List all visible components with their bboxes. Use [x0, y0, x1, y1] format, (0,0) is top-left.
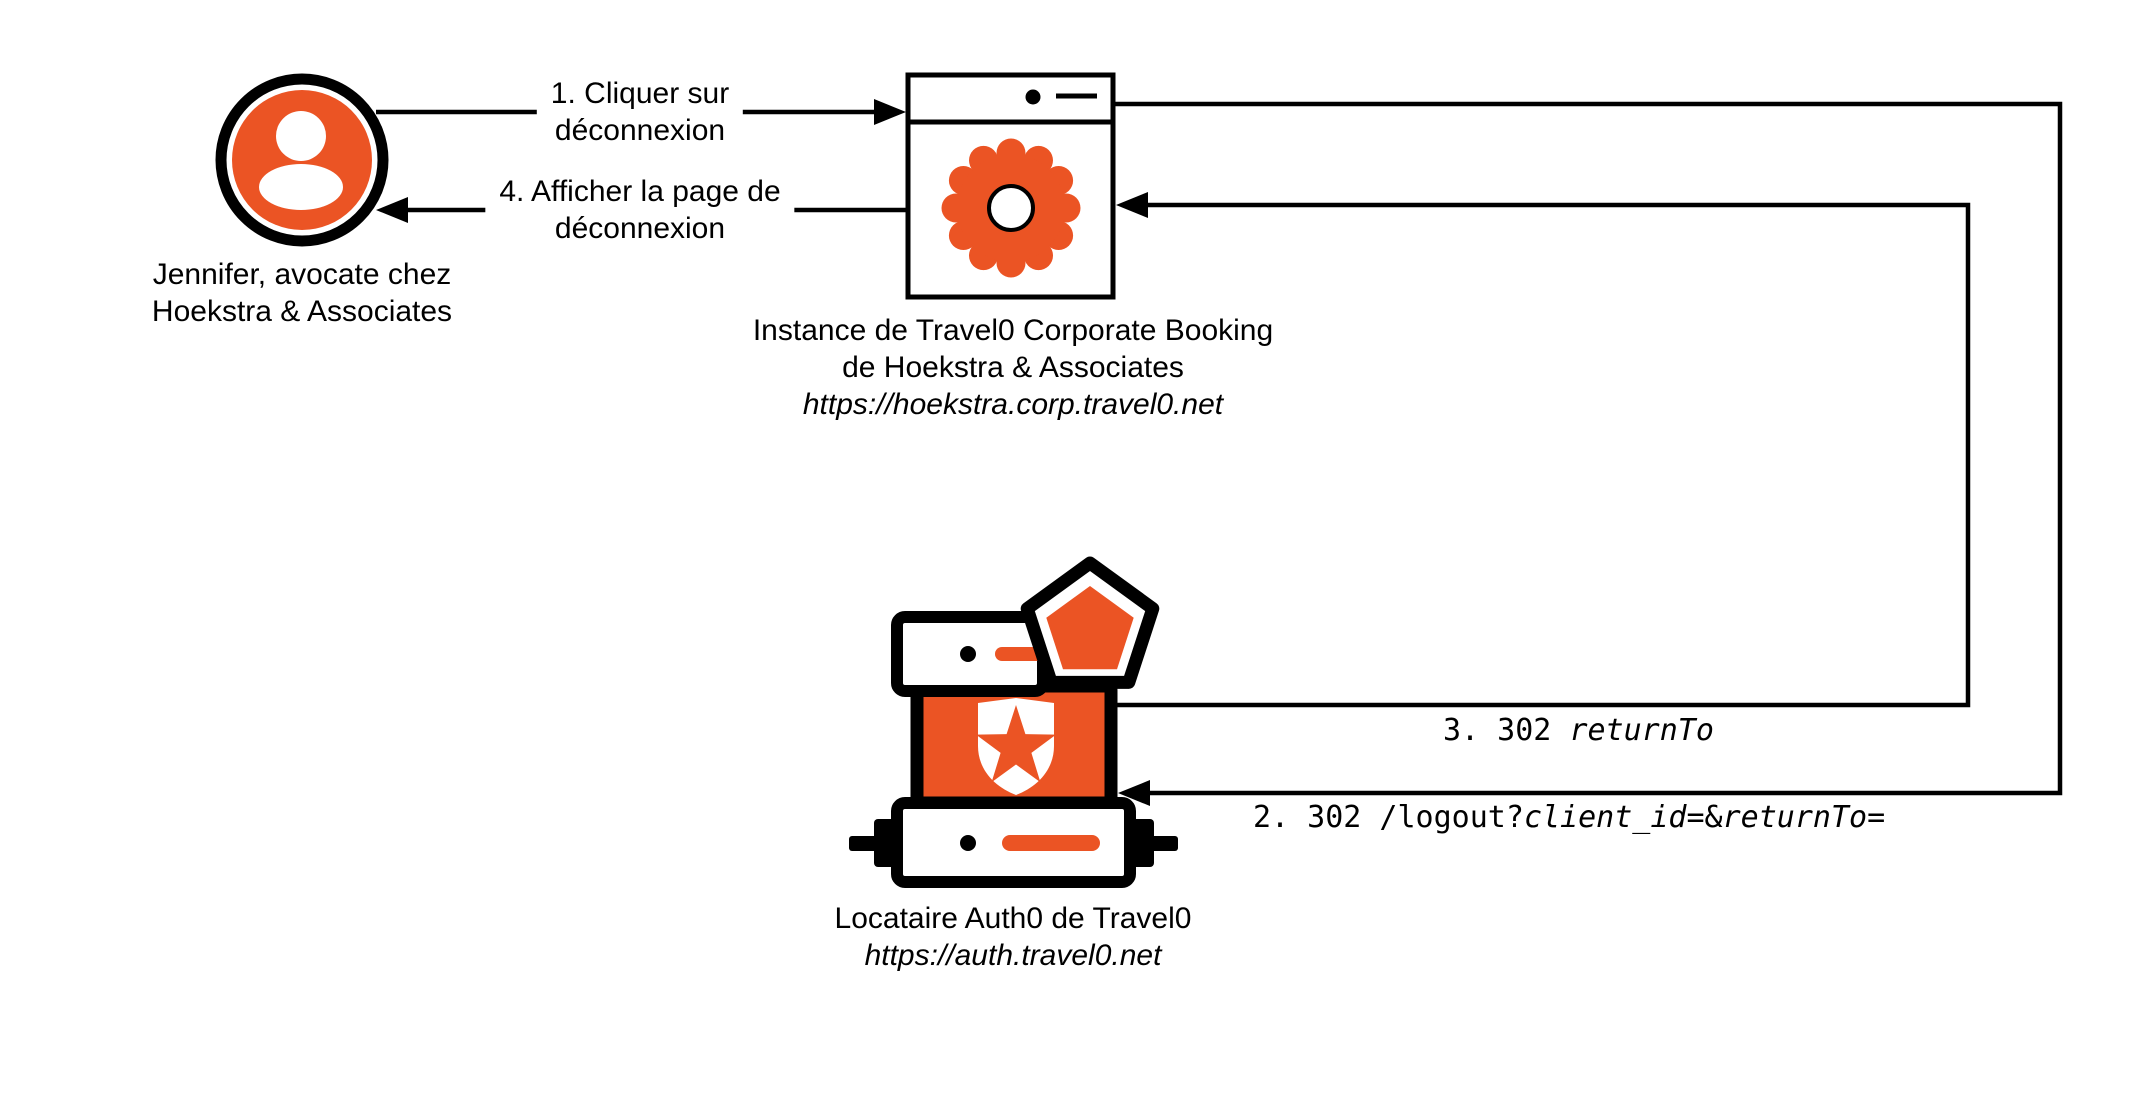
auth0-label: Locataire Auth0 de Travel0 https://auth.… — [835, 900, 1192, 974]
step1-label-line2: déconnexion — [554, 114, 726, 147]
step3-label: 3. 302 returnTo — [1443, 714, 1714, 748]
step4-label-line2: déconnexion — [554, 212, 726, 245]
browser-window-icon — [905, 72, 1116, 300]
step3-label-prefix: 3. 302 — [1443, 713, 1570, 748]
user-icon — [215, 73, 389, 247]
step2-label-param1: client_id — [1523, 800, 1687, 835]
arrow-step2 — [1113, 101, 2063, 806]
step4-label: 4. Afficher la page de déconnexion — [485, 171, 795, 249]
browser-label-line2: de Hoekstra & Associates — [842, 351, 1184, 384]
pentagon-badge-icon — [1020, 556, 1160, 689]
step1-label: 1. Cliquer sur déconnexion — [536, 73, 744, 151]
auth0-server-icon — [849, 611, 1178, 888]
gear-icon — [941, 138, 1081, 278]
browser-dot — [1025, 89, 1041, 105]
browser-label: Instance de Travel0 Corporate Booking de… — [753, 312, 1273, 423]
auth0-url: https://auth.travel0.net — [864, 939, 1162, 972]
step4-label-line1: 4. Afficher la page de — [499, 175, 781, 208]
browser-url: https://hoekstra.corp.travel0.net — [802, 388, 1224, 421]
actor-label-line1: Jennifer, avocate chez — [152, 258, 452, 291]
browser-label-line1: Instance de Travel0 Corporate Booking — [752, 314, 1274, 347]
actor-label-line2: Hoekstra & Associates — [151, 295, 453, 328]
auth0-label-line1: Locataire Auth0 de Travel0 — [834, 902, 1192, 935]
actor-label: Jennifer, avocate chez Hoekstra & Associ… — [152, 256, 452, 330]
step2-label: 2. 302 /logout?client_id=&returnTo= — [1253, 801, 1885, 835]
auth0-shield-icon — [976, 698, 1056, 795]
arrow-step3 — [1113, 192, 1971, 708]
step2-label-suffix: = — [1867, 800, 1886, 835]
step2-label-param2: returnTo — [1722, 800, 1868, 835]
step2-label-prefix: 2. 302 /logout? — [1253, 800, 1524, 835]
step2-label-mid: =& — [1686, 800, 1723, 835]
step3-label-param: returnTo — [1569, 713, 1714, 748]
step1-label-line1: 1. Cliquer sur — [550, 77, 730, 110]
